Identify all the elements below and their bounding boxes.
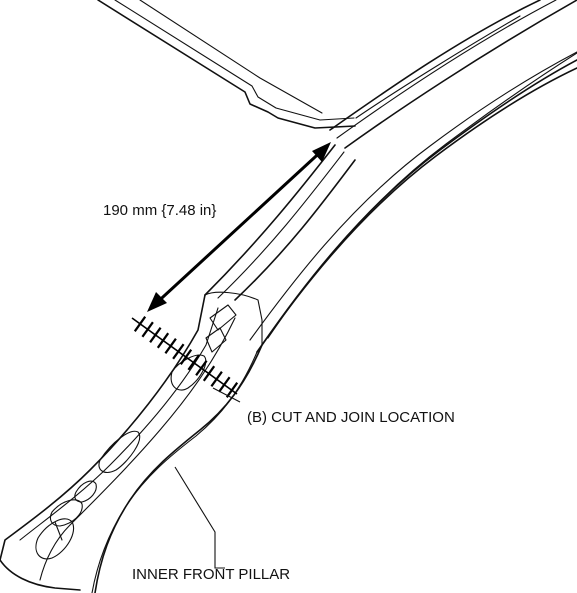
leader-lines: [174, 387, 241, 569]
cut-tick: [218, 376, 231, 393]
dimension-arrow: [147, 142, 331, 312]
cut-tick: [225, 382, 239, 398]
cut-tick: [202, 365, 216, 382]
cut-tick: [156, 332, 170, 349]
cut-tick: [210, 371, 223, 387]
cut-tick: [195, 360, 208, 376]
cut-tick: [179, 349, 193, 365]
pillar-holes: [35, 304, 237, 560]
cut-tick: [149, 327, 162, 343]
roof-rail-panel: [97, 0, 356, 129]
pillar-outer-frame: [249, 51, 577, 353]
cut-tick: [133, 316, 147, 332]
cut-tick: [141, 321, 154, 338]
dimension-label: 190 mm {7.48 in}: [103, 202, 217, 219]
upper-curved-frame: [329, 0, 577, 149]
cut-tick: [187, 354, 200, 371]
pillar-lower-section: [0, 294, 263, 593]
cut-tick: [172, 343, 185, 360]
cut-location-label: (B) CUT AND JOIN LOCATION: [247, 409, 455, 426]
pillar-upper-section: [204, 144, 356, 346]
cut-line: [131, 316, 239, 398]
part-name-label: INNER FRONT PILLAR: [132, 566, 291, 583]
cut-tick: [164, 338, 177, 354]
